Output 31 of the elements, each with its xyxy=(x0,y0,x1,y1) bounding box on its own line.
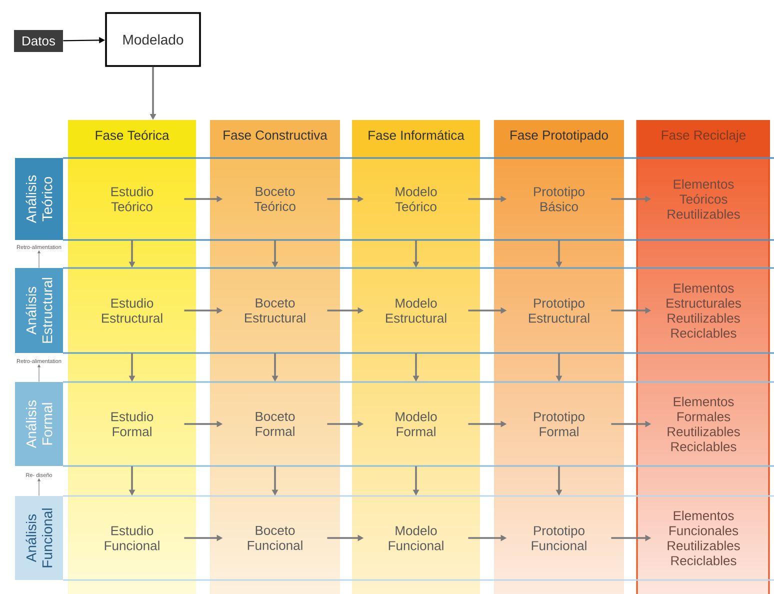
stage-cell: Elementos Teóricos Reutilizables xyxy=(668,179,740,219)
stage-cell: Elementos Funcionales Reutilizables Reciclables xyxy=(668,510,740,566)
stage-cell: Prototipo Básico xyxy=(534,186,584,212)
stage-cell: Modelo Estructural xyxy=(386,298,446,323)
stage-cell: Prototipo Formal xyxy=(534,412,584,436)
stage-cell: Prototipo Estructural xyxy=(529,298,590,323)
stage-cell: Boceto Funcional xyxy=(248,526,302,550)
stage-cell: Estudio Formal xyxy=(111,412,154,436)
row-label: Análisis Formal xyxy=(15,382,63,466)
process-box: Modelado xyxy=(105,12,201,67)
stage-cell: Elementos Formales Reutilizables Reciclables xyxy=(668,396,740,452)
stage-cell: Estudio Teórico xyxy=(111,186,154,212)
stage-cell: Estudio Funcional xyxy=(104,526,160,550)
stage-cell: Modelo Funcional xyxy=(388,526,444,550)
stage-cell: Boceto Formal xyxy=(256,412,295,436)
node-label: Fase Reciclaje xyxy=(662,130,746,142)
row-label: Análisis Teórico xyxy=(15,158,63,240)
stage-cell: Boceto Estructural xyxy=(245,298,306,323)
stage-cell: Elementos Estructurales Reutilizables Reciclables xyxy=(666,283,741,338)
stage-cell: Modelo Teórico xyxy=(395,186,437,212)
stage-cell: Boceto Teórico xyxy=(254,186,296,212)
node-label: Fase Constructiva xyxy=(224,130,328,140)
stage-cell: Prototipo Funcional xyxy=(532,526,586,550)
row-label: Análisis Estructural xyxy=(15,268,63,353)
node-label: Fase Teórica xyxy=(96,130,170,140)
row-label: Análisis Funcional xyxy=(15,496,63,580)
node-label: Fase Informática xyxy=(368,130,464,140)
stage-cell: Estudio Estructural xyxy=(102,298,162,323)
data-box: Datos xyxy=(14,30,63,52)
node-label: Fase Prototipado xyxy=(510,130,608,142)
stage-cell: Modelo Formal xyxy=(396,412,437,436)
